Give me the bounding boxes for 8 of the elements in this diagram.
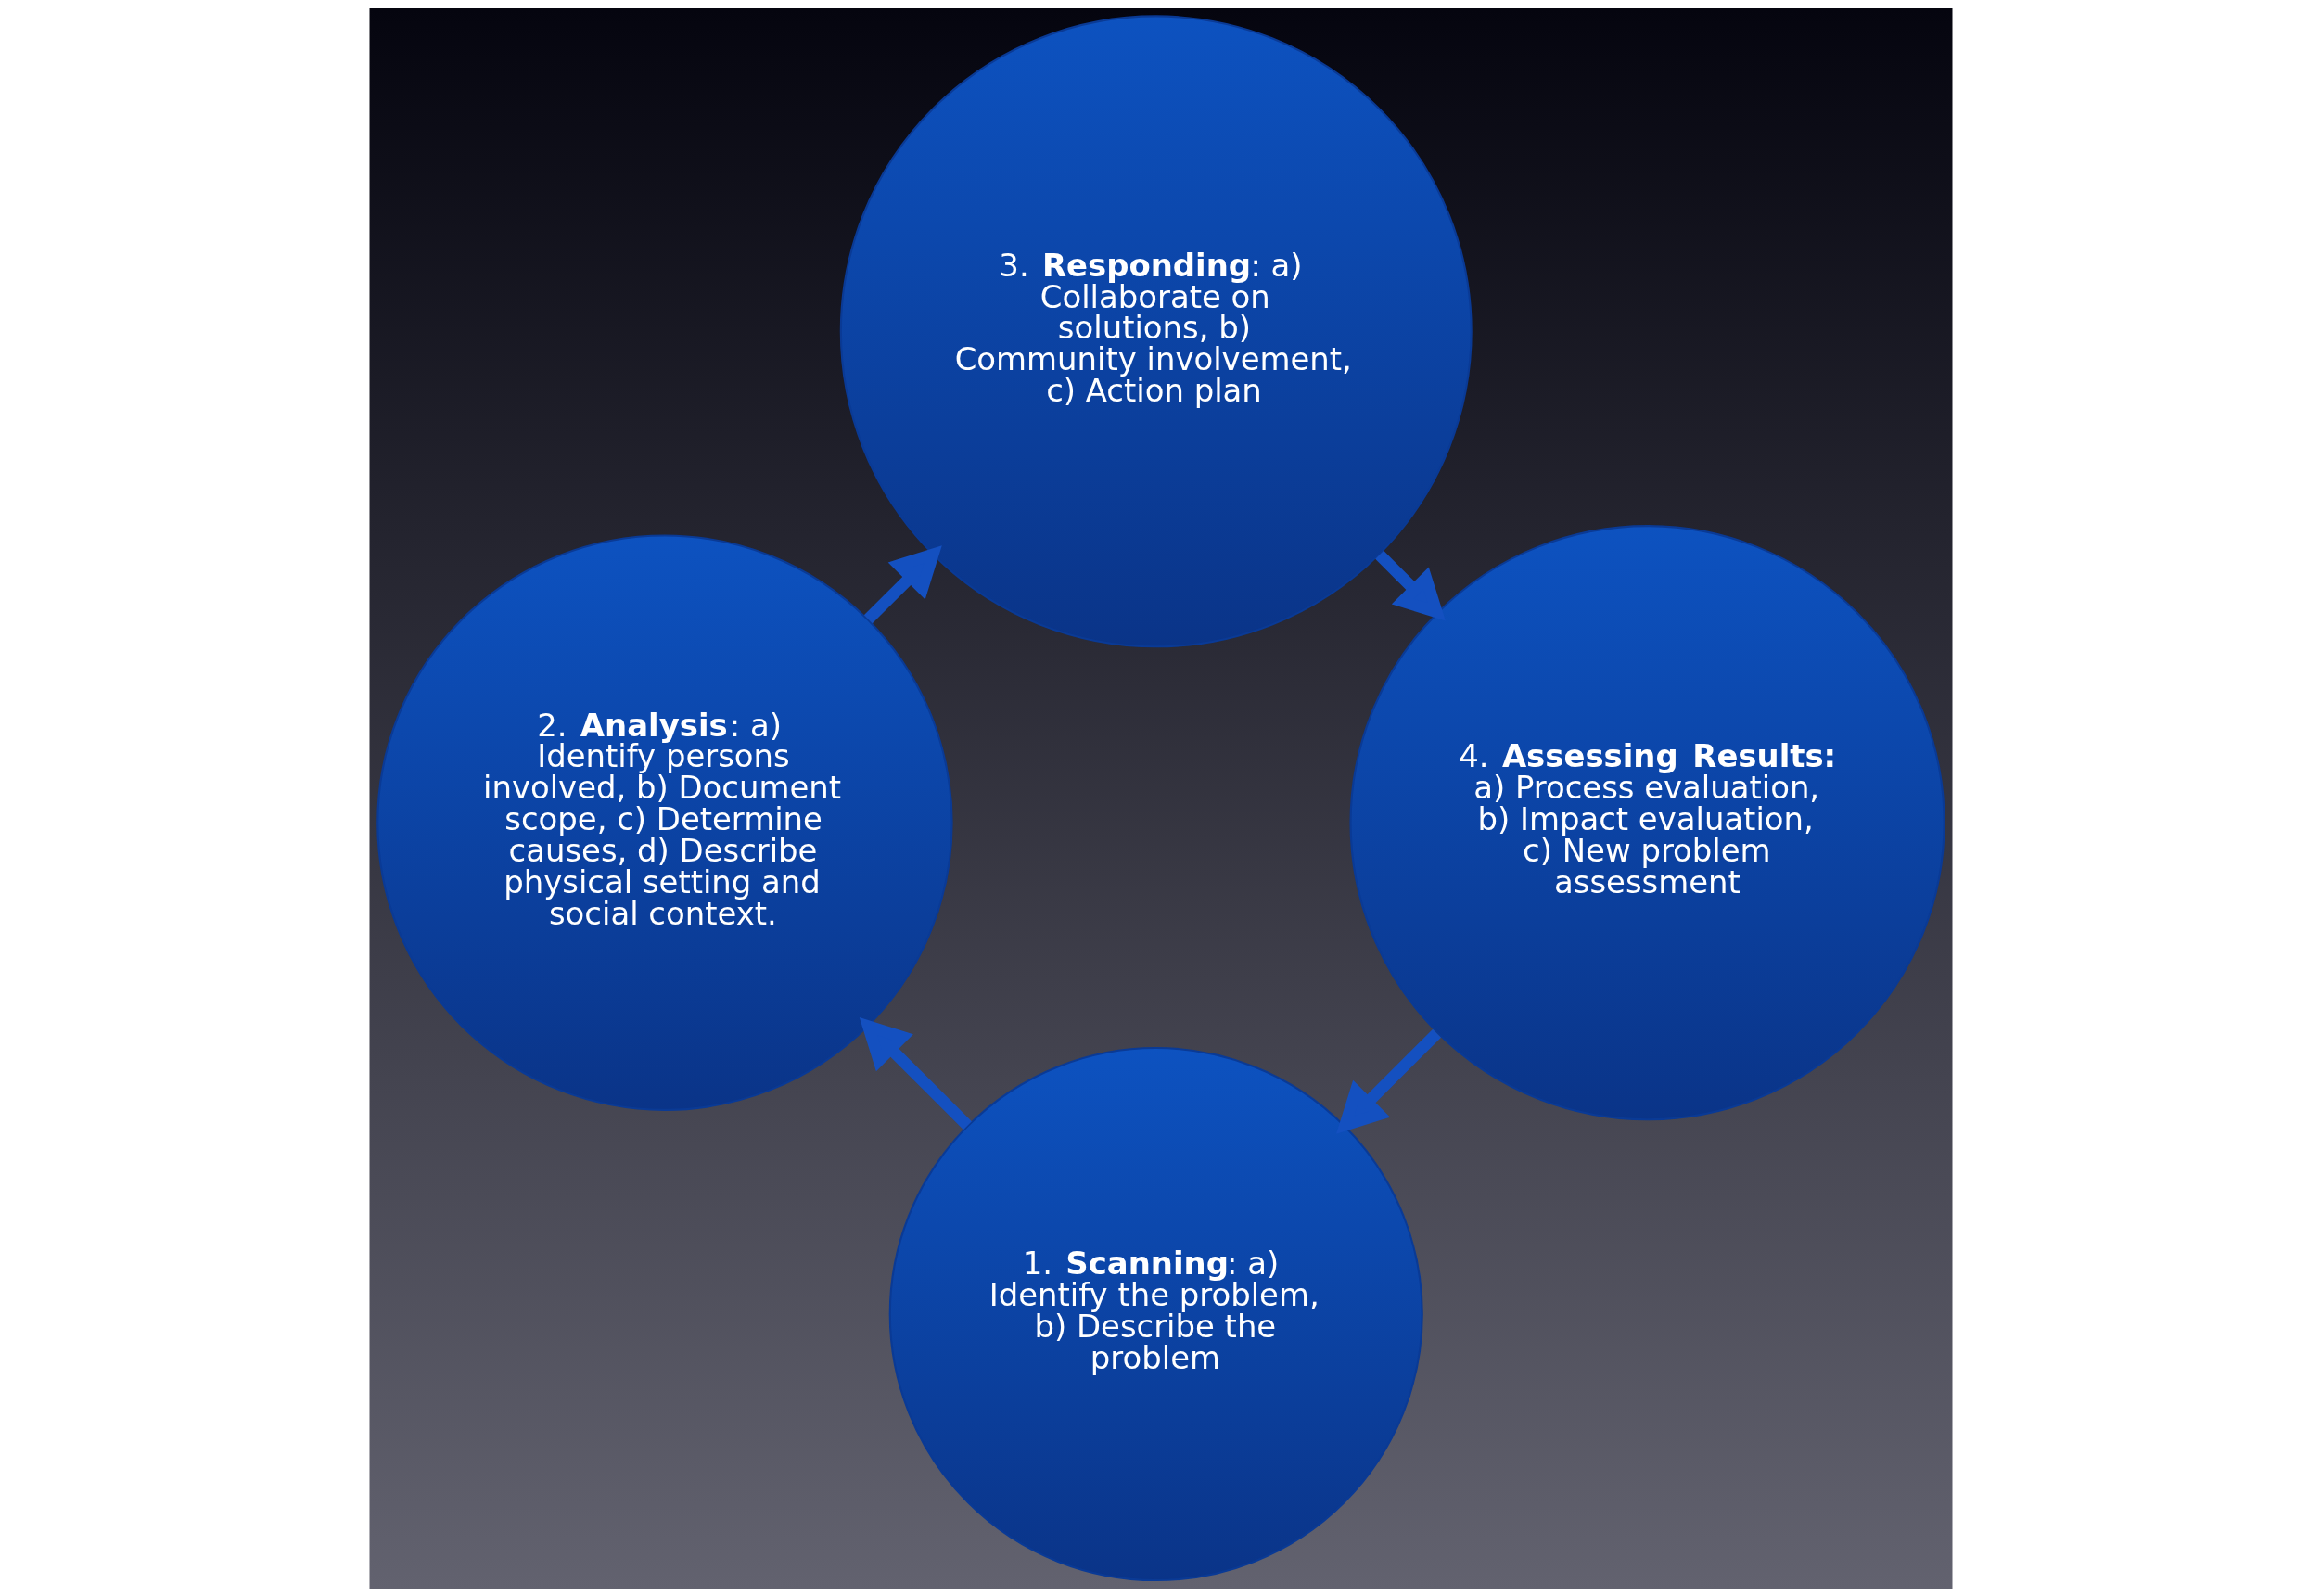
node-circle: 3. Responding: a) Collaborate on solutions, b) Community involvement, c) Action plan [839,14,1473,647]
arrow [1335,1028,1441,1134]
node-circle: 4. Assessing Results: a) Process evaluation, b) Impact evaluation, c) New problem assessment [1349,524,1945,1120]
node-circle: 2. Analysis: a) Identify persons involved, b) Document scope, c) Determine causes, d) Describe physical setting and social context. [376,533,953,1111]
arrow [859,1016,972,1130]
arrow [1374,550,1446,620]
node-circle: 1. Scanning: a) Identify the problem, b) Describe the problem [888,1046,1423,1581]
arrow [863,544,942,623]
